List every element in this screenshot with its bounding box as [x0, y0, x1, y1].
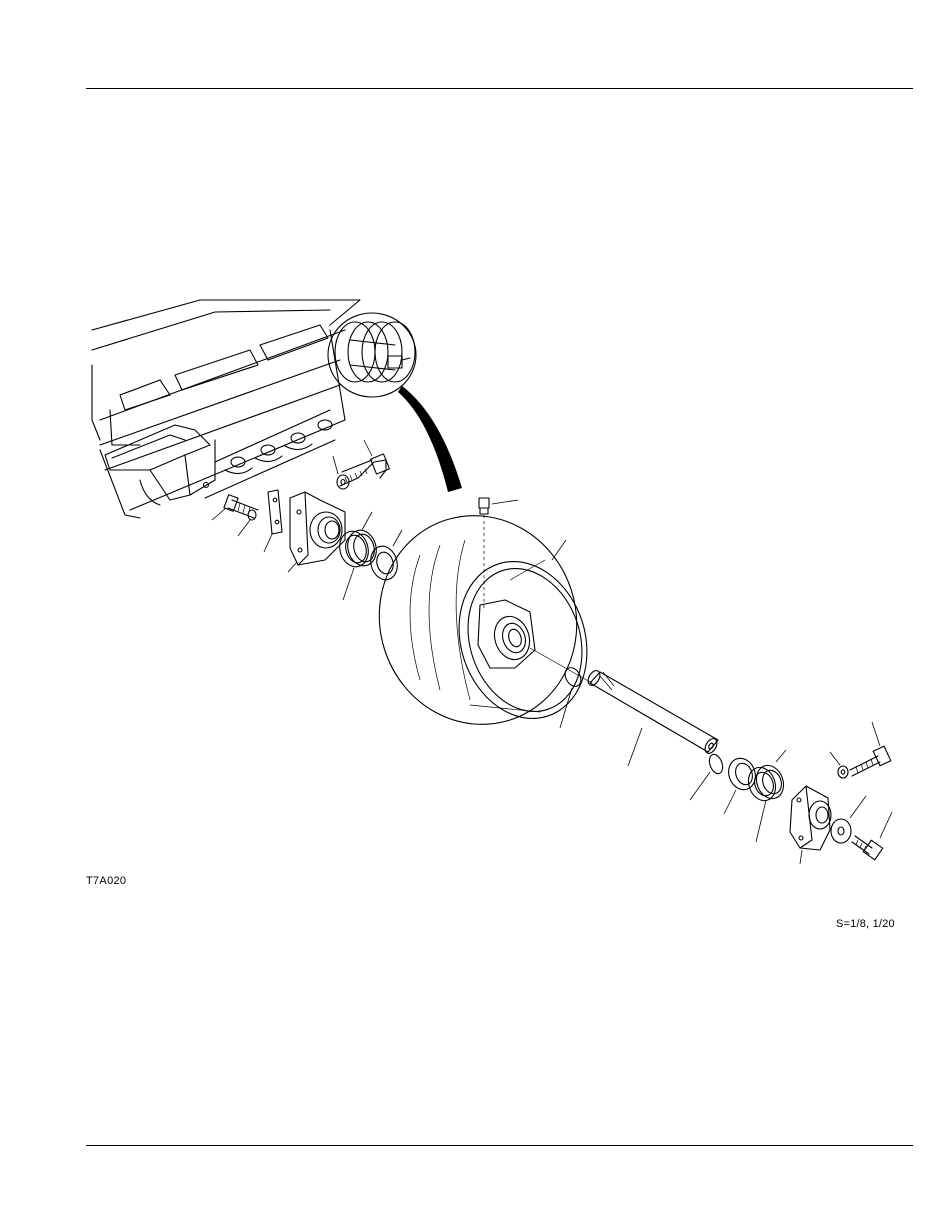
left-hardware: [211, 439, 403, 601]
shaft-assembly: [529, 647, 724, 801]
right-hardware: [723, 721, 893, 865]
idler-wheel: [378, 497, 588, 725]
header-rule: [86, 88, 913, 89]
figure-id: T7A020: [86, 875, 127, 887]
scale-note: S=1/8, 1/20: [836, 918, 895, 930]
track-frame: [91, 299, 361, 519]
footer-rule: [86, 1145, 913, 1146]
idler-detail-callout: [327, 312, 462, 492]
